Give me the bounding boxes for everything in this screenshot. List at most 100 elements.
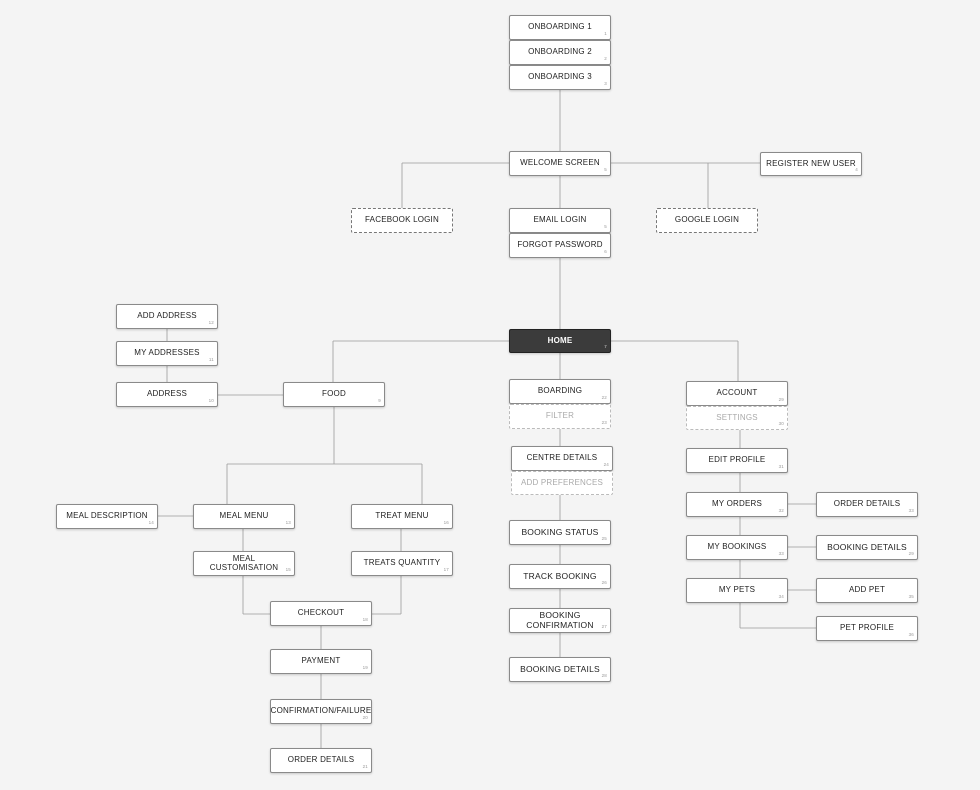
node-number: 36 xyxy=(908,632,914,638)
node-label: ADDRESS xyxy=(146,389,188,399)
node-number: 20 xyxy=(362,715,368,721)
node-label: BOOKING DETAILS xyxy=(520,663,600,674)
node-label: MY BOOKINGS xyxy=(707,542,767,552)
node-add-preferences[interactable]: ADD PREFERENCES xyxy=(511,471,613,495)
node-number: 29 xyxy=(908,551,914,557)
node-label: EDIT PROFILE xyxy=(708,455,766,465)
node-label: MEAL DESCRIPTION xyxy=(66,511,148,521)
node-account[interactable]: ACCOUNT 29 xyxy=(686,381,788,406)
node-label: TREATS QUANTITY xyxy=(363,558,441,568)
node-number: 26 xyxy=(601,580,607,586)
node-label: ADD PREFERENCES xyxy=(520,477,604,487)
node-label: BOOKING CONFIRMATION xyxy=(526,610,594,630)
node-label: FILTER xyxy=(545,411,575,421)
node-pet-profile[interactable]: PET PROFILE 36 xyxy=(816,616,918,641)
node-add-pet[interactable]: ADD PET 35 xyxy=(816,578,918,603)
node-number: 5 xyxy=(604,167,607,173)
node-settings[interactable]: SETTINGS 30 xyxy=(686,406,788,430)
node-address[interactable]: ADDRESS 10 xyxy=(116,382,218,407)
node-label: BOOKING DETAILS xyxy=(827,541,907,552)
node-number: 3 xyxy=(604,81,607,87)
node-label: BOARDING xyxy=(537,386,583,396)
node-label: MEAL MENU xyxy=(219,511,269,521)
node-facebook-login[interactable]: FACEBOOK LOGIN xyxy=(351,208,453,233)
node-label: ACCOUNT xyxy=(716,388,758,398)
node-label: ORDER DETAILS xyxy=(833,499,901,509)
node-label: SETTINGS xyxy=(716,412,758,422)
node-onboarding-3[interactable]: ONBOARDING 3 3 xyxy=(509,65,611,90)
node-label: TREAT MENU xyxy=(375,511,429,521)
node-number: 35 xyxy=(908,594,914,600)
node-number: 33 xyxy=(908,508,914,514)
node-label: FORGOT PASSWORD xyxy=(517,240,603,250)
node-label: CENTRE DETAILS xyxy=(526,453,598,463)
node-number: 34 xyxy=(778,594,784,600)
node-number: 1 xyxy=(604,31,607,37)
node-number: 13 xyxy=(285,520,291,526)
node-home[interactable]: HOME 7 xyxy=(509,329,611,353)
node-label: REGISTER NEW USER xyxy=(766,158,856,168)
node-number: 27 xyxy=(601,624,607,630)
node-number: 10 xyxy=(208,398,214,404)
node-onboarding-1[interactable]: ONBOARDING 1 1 xyxy=(509,15,611,40)
node-my-pets[interactable]: MY PETS 34 xyxy=(686,578,788,603)
node-label: FACEBOOK LOGIN xyxy=(365,215,439,225)
node-label: MEAL CUSTOMISATION xyxy=(209,553,279,572)
node-order-details-account[interactable]: ORDER DETAILS 33 xyxy=(816,492,918,517)
node-number: 9 xyxy=(378,398,381,404)
node-label: MY PETS xyxy=(718,585,756,595)
node-google-login[interactable]: GOOGLE LOGIN xyxy=(656,208,758,233)
node-welcome-screen[interactable]: WELCOME SCREEN 5 xyxy=(509,151,611,176)
node-number: 28 xyxy=(601,673,607,679)
node-label: PET PROFILE xyxy=(839,623,895,633)
node-label: WELCOME SCREEN xyxy=(520,158,600,168)
node-number: 16 xyxy=(443,520,449,526)
node-number: 25 xyxy=(601,536,607,542)
node-booking-confirmation[interactable]: BOOKING CONFIRMATION 27 xyxy=(509,608,611,633)
node-meal-menu[interactable]: MEAL MENU 13 xyxy=(193,504,295,529)
node-label: HOME xyxy=(547,335,573,345)
node-label: CHECKOUT xyxy=(297,608,345,618)
node-food[interactable]: FOOD 9 xyxy=(283,382,385,407)
node-label: GOOGLE LOGIN xyxy=(674,215,740,225)
node-label: ONBOARDING 1 xyxy=(528,22,592,32)
node-label: ORDER DETAILS xyxy=(287,755,355,765)
node-order-details[interactable]: ORDER DETAILS 21 xyxy=(270,748,372,773)
node-label: ONBOARDING 2 xyxy=(528,47,592,57)
node-number: 7 xyxy=(604,344,607,350)
node-label: ADD PET xyxy=(848,585,886,595)
node-number: 11 xyxy=(208,357,214,363)
node-label: ONBOARDING 3 xyxy=(528,72,592,82)
node-label: FOOD xyxy=(322,389,346,399)
node-number: 19 xyxy=(362,665,368,671)
node-label: CONFIRMATION/FAILURE xyxy=(270,706,372,716)
node-number: 29 xyxy=(778,397,784,403)
node-number: 21 xyxy=(362,764,368,770)
node-treat-menu[interactable]: TREAT MENU 16 xyxy=(351,504,453,529)
node-number: 12 xyxy=(208,320,214,326)
node-number: 30 xyxy=(778,421,784,427)
